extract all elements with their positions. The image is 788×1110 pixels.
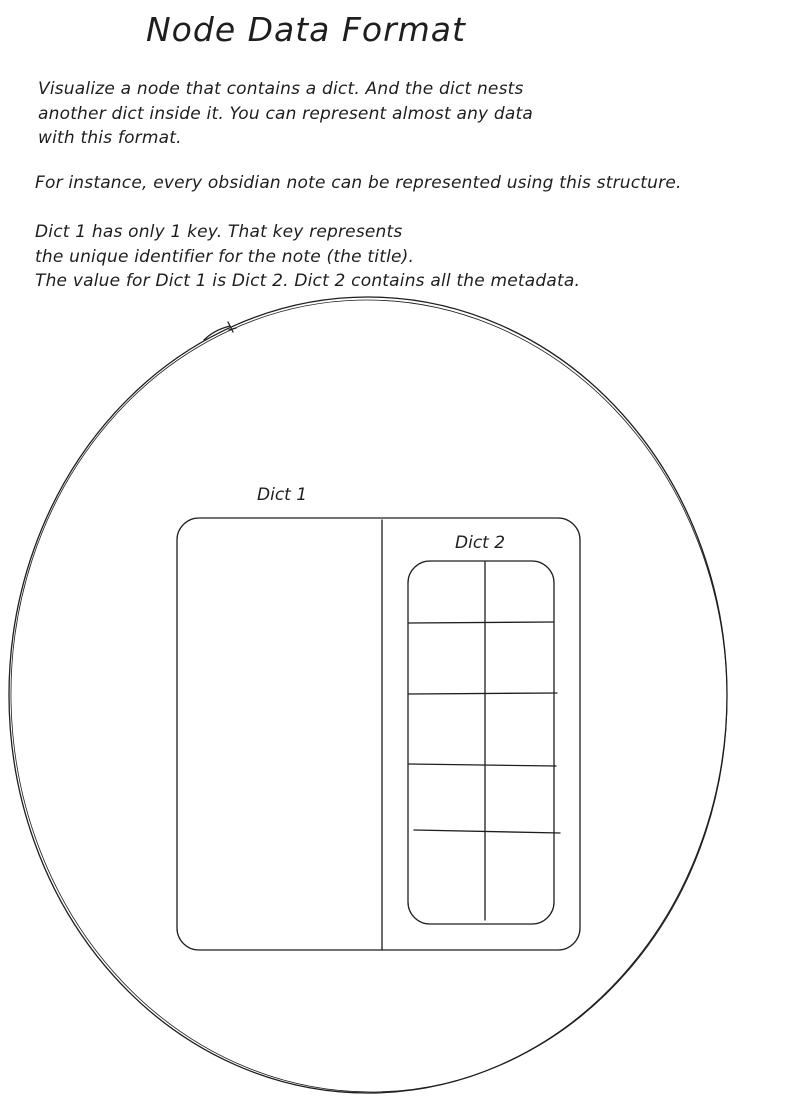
text-line: another dict inside it. You can represen…: [38, 103, 534, 124]
dict2-label: Dict 2: [455, 533, 506, 553]
explanation-paragraph: Dict 1 has only 1 key. That key represen…: [35, 220, 580, 294]
text-line: Visualize a node that contains a dict. A…: [38, 79, 524, 99]
text-line: For instance, every obsidian note can be…: [35, 173, 682, 193]
dict2-row-divider: [408, 692, 558, 695]
dict2-row-divider: [408, 621, 554, 624]
text-line: with this format.: [38, 128, 182, 148]
example-paragraph: For instance, every obsidian note can be…: [35, 171, 682, 196]
node-circle-handle: [203, 321, 237, 341]
node-circle: [8, 296, 728, 1094]
node-circle-sketch: [10, 299, 728, 1093]
dict2-row-divider: [408, 763, 557, 767]
text-line: the unique identifier for the note (the …: [35, 246, 415, 267]
dict1-label: Dict 1: [257, 485, 308, 505]
text-line: Dict 1 has only 1 key. That key represen…: [35, 222, 403, 242]
dict2-box: [407, 560, 555, 925]
diagram-title: Node Data Format: [146, 10, 466, 49]
intro-paragraph: Visualize a node that contains a dict. A…: [38, 77, 533, 151]
dict2-row-divider: [413, 829, 561, 834]
dict1-box: [176, 517, 581, 951]
text-line: The value for Dict 1 is Dict 2. Dict 2 c…: [35, 271, 581, 291]
